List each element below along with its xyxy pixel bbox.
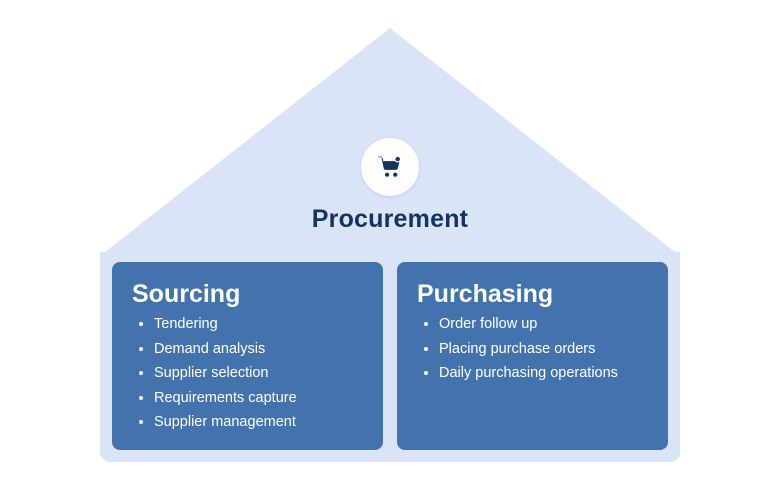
diagram-title: Procurement — [311, 205, 469, 233]
sourcing-list: Tendering Demand analysis Supplier selec… — [132, 317, 365, 430]
house-base: Sourcing Tendering Demand analysis Suppl… — [100, 252, 680, 462]
purchasing-list: Order follow up Placing purchase orders … — [417, 317, 650, 381]
list-item: Tendering — [154, 317, 365, 332]
purchasing-heading: Purchasing — [417, 280, 554, 308]
list-item: Daily purchasing operations — [439, 366, 650, 381]
purchasing-card: Purchasing Order follow up Placing purch… — [397, 262, 668, 450]
icon-badge — [361, 138, 419, 196]
list-item: Requirements capture — [154, 390, 365, 406]
shopping-cart-icon — [376, 153, 404, 181]
list-item: Order follow up — [439, 317, 650, 332]
list-item: Supplier management — [154, 415, 365, 430]
list-item: Demand analysis — [154, 341, 365, 357]
list-item: Placing purchase orders — [439, 341, 650, 357]
sourcing-heading: Sourcing — [132, 280, 241, 308]
sourcing-card: Sourcing Tendering Demand analysis Suppl… — [112, 262, 383, 450]
list-item: Supplier selection — [154, 366, 365, 381]
